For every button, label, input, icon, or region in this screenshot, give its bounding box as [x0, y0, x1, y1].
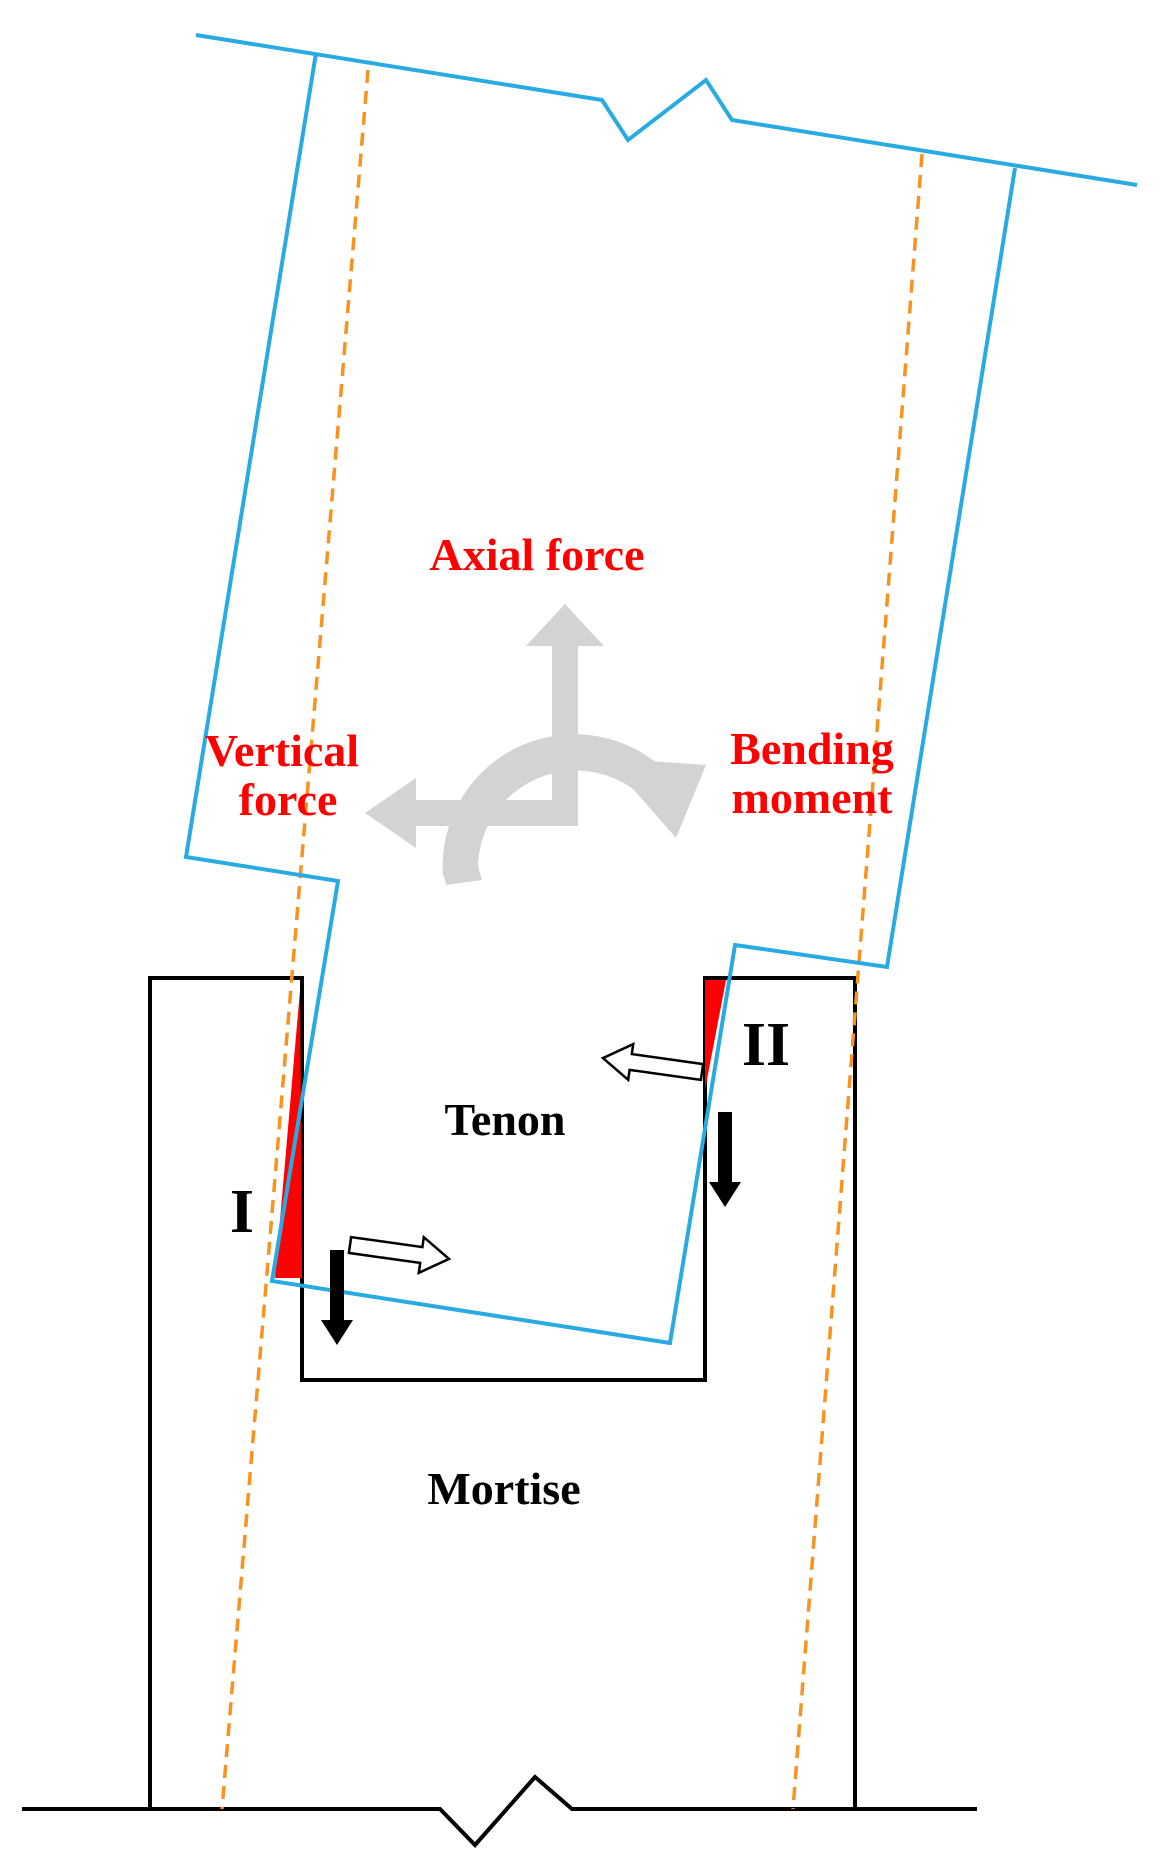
hollow-arrow-icon: [347, 1234, 452, 1275]
contact-zone-i: [275, 990, 302, 1278]
region-i-label: I: [230, 1178, 254, 1246]
solid-down-arrow-icon: [709, 1112, 741, 1207]
vertical-force-label-line2: force: [239, 774, 338, 825]
axial-vertical-moment-arrows-icon: [365, 604, 706, 885]
hollow-arrow-icon: [600, 1042, 705, 1083]
mortise-outline: [148, 976, 857, 1809]
column-top-line: [195, 33, 1138, 187]
bending-moment-label-line1: Bending: [730, 723, 894, 774]
tenon-outline: [183, 52, 1017, 1346]
vertical-force-label-line1: Vertical: [205, 725, 359, 776]
axial-force-label: Axial force: [429, 529, 644, 580]
ground-line: [22, 1774, 977, 1848]
contact-zone-ii: [705, 980, 726, 1090]
right-centerline: [791, 153, 924, 1810]
solid-down-arrow-icon: [321, 1250, 353, 1345]
bending-moment-label-line2: moment: [732, 772, 894, 823]
region-ii-label: II: [742, 1011, 790, 1079]
tenon-label: Tenon: [444, 1094, 565, 1145]
mortise-label: Mortise: [427, 1463, 580, 1514]
left-centerline: [220, 69, 370, 1810]
